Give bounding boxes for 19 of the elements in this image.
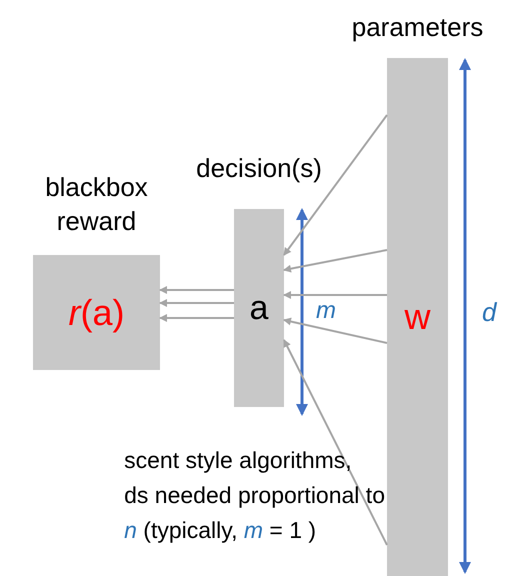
arrow [159, 286, 234, 294]
node-heading: blackbox reward [44, 171, 149, 238]
note-text: scent style algorithms, [124, 446, 352, 475]
arrow [283, 318, 388, 344]
arrow [159, 314, 234, 322]
arrow [283, 114, 388, 256]
note-text: n (typically, m = 1 ) [124, 516, 316, 545]
node-label: a [250, 288, 268, 328]
node-heading: parameters [350, 11, 484, 44]
arrow [283, 249, 388, 273]
dimension-label: d [482, 296, 496, 329]
arrow [283, 339, 388, 546]
arrow [159, 299, 234, 307]
note-text: ds needed proportional to [124, 481, 385, 510]
dimension-label: m [316, 296, 336, 326]
node-heading: decision(s) [195, 152, 323, 185]
arrow [283, 291, 387, 299]
node-label: r(a) [68, 290, 124, 334]
node-label: w [404, 295, 430, 339]
